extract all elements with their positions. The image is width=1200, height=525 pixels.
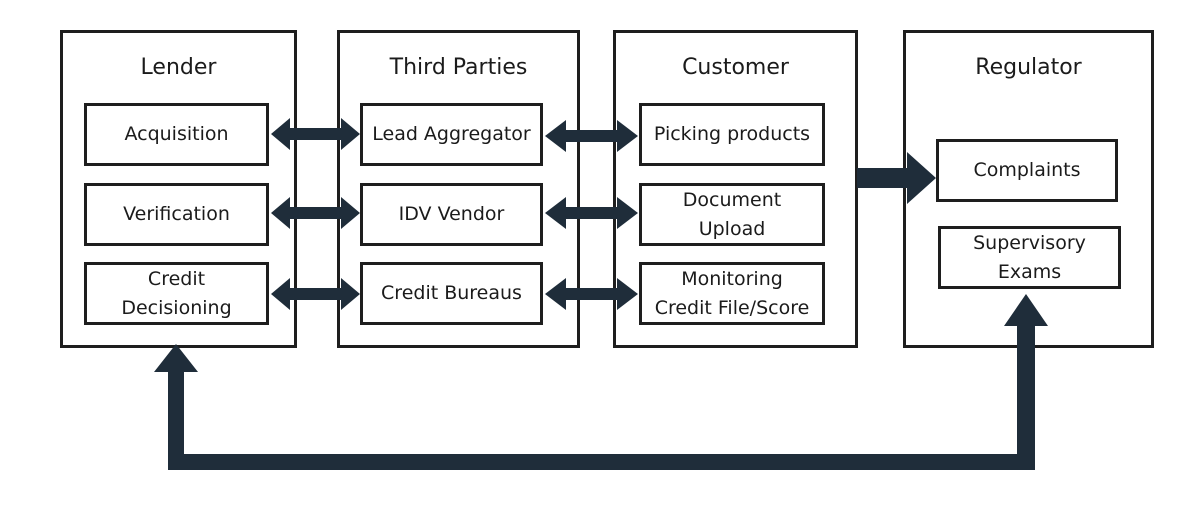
document-upload-box: Document Upload xyxy=(639,183,825,246)
double-arrow-lead-aggregator-picking-products xyxy=(545,120,638,152)
monitoring-credit-box: Monitoring Credit File/Score xyxy=(639,262,825,325)
credit-bureaus-box: Credit Bureaus xyxy=(360,262,543,325)
lead-aggregator-box: Lead Aggregator xyxy=(360,103,543,166)
feedback-loop-regulator-to-lender xyxy=(154,294,1048,470)
arrow-customer-to-complaints xyxy=(857,152,936,204)
double-arrow-idv-vendor-document-upload xyxy=(545,197,638,229)
double-arrow-verification-idv-vendor xyxy=(271,197,360,229)
third-parties-title: Third Parties xyxy=(389,55,528,80)
complaints-box: Complaints xyxy=(936,139,1118,202)
credit-decisioning-box: Credit Decisioning xyxy=(84,262,269,325)
double-arrow-credit-bureaus-monitoring xyxy=(545,278,638,310)
customer-title: Customer xyxy=(682,55,789,80)
verification-box: Verification xyxy=(84,183,269,246)
double-arrow-credit-decisioning-credit-bureaus xyxy=(271,278,360,310)
lender-title: Lender xyxy=(140,55,217,80)
idv-vendor-box: IDV Vendor xyxy=(360,183,543,246)
picking-products-box: Picking products xyxy=(639,103,825,166)
acquisition-box: Acquisition xyxy=(84,103,269,166)
regulator-title: Regulator xyxy=(975,55,1082,80)
double-arrow-acquisition-lead-aggregator xyxy=(271,118,360,150)
supervisory-exams-box: Supervisory Exams xyxy=(938,226,1121,289)
